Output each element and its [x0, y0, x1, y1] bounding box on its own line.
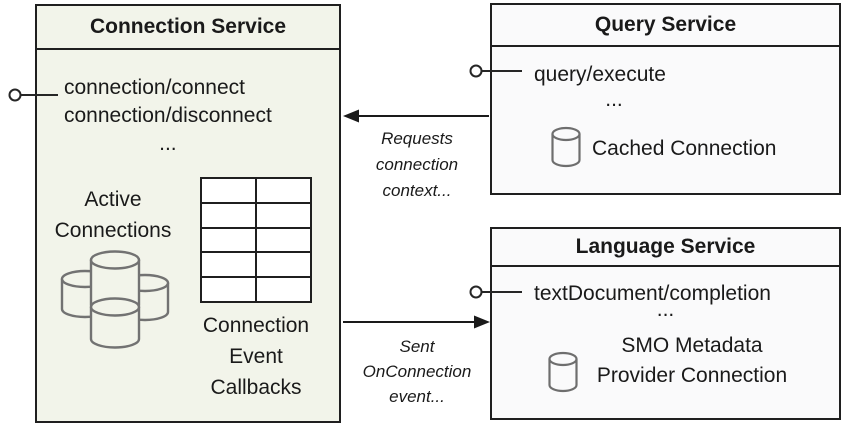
active-connections-label: Active Connections: [54, 188, 172, 242]
arrowhead-left-icon: [343, 109, 359, 123]
query-methods-ellipsis: ...: [605, 88, 623, 111]
language-service-box: Language Service textDocument/completion…: [490, 227, 841, 420]
smo-metadata-database-icon: [548, 351, 578, 393]
method-query-execute: query/execute: [534, 63, 666, 86]
requests-connection-context-label: Requests connection context...: [375, 129, 459, 200]
callbacks-table-cell: [257, 179, 310, 202]
callbacks-table: [200, 177, 312, 303]
callbacks-table-cell: [257, 278, 310, 301]
arrowhead-right-icon: [474, 315, 490, 329]
language-methods-ellipsis: ...: [656, 298, 675, 321]
sent-onconnection-event-arrow: [343, 315, 490, 329]
method-textdocument-completion: textDocument/completion: [534, 282, 771, 305]
cached-connection-label: Cached Connection: [592, 137, 777, 160]
query-service-box: Query Service query/execute ... Cached C…: [490, 3, 841, 195]
callbacks-table-cell: [202, 179, 255, 202]
language-service-title: Language Service: [492, 229, 839, 267]
callbacks-table-cell: [202, 228, 255, 252]
connection-service-method-list: connection/connect connection/disconnect…: [64, 74, 272, 158]
callbacks-table-cell: [257, 228, 310, 252]
callbacks-table-cell: [202, 203, 255, 227]
query-service-title: Query Service: [492, 5, 839, 47]
method-connection-disconnect: connection/disconnect: [64, 104, 272, 127]
active-connections-database-cluster-icon: [60, 250, 170, 349]
callbacks-table-cell: [202, 278, 255, 301]
smo-metadata-provider-connection-label: SMO Metadata Provider Connection: [596, 334, 788, 387]
method-connection-connect: connection/connect: [64, 76, 245, 99]
cached-connection-database-icon: [551, 126, 581, 168]
sent-onconnection-event-label: Sent OnConnection event...: [362, 337, 472, 406]
callbacks-table-cell: [257, 203, 310, 227]
callbacks-table-cell: [202, 253, 255, 277]
connection-service-title: Connection Service: [37, 6, 339, 50]
callbacks-table-cell: [257, 253, 310, 277]
methods-ellipsis: ...: [159, 132, 177, 155]
requests-connection-context-arrow: [343, 109, 489, 123]
connection-event-callbacks-label: Connection Event Callbacks: [202, 314, 310, 399]
connection-service-box: Connection Service connection/connect co…: [35, 4, 341, 423]
